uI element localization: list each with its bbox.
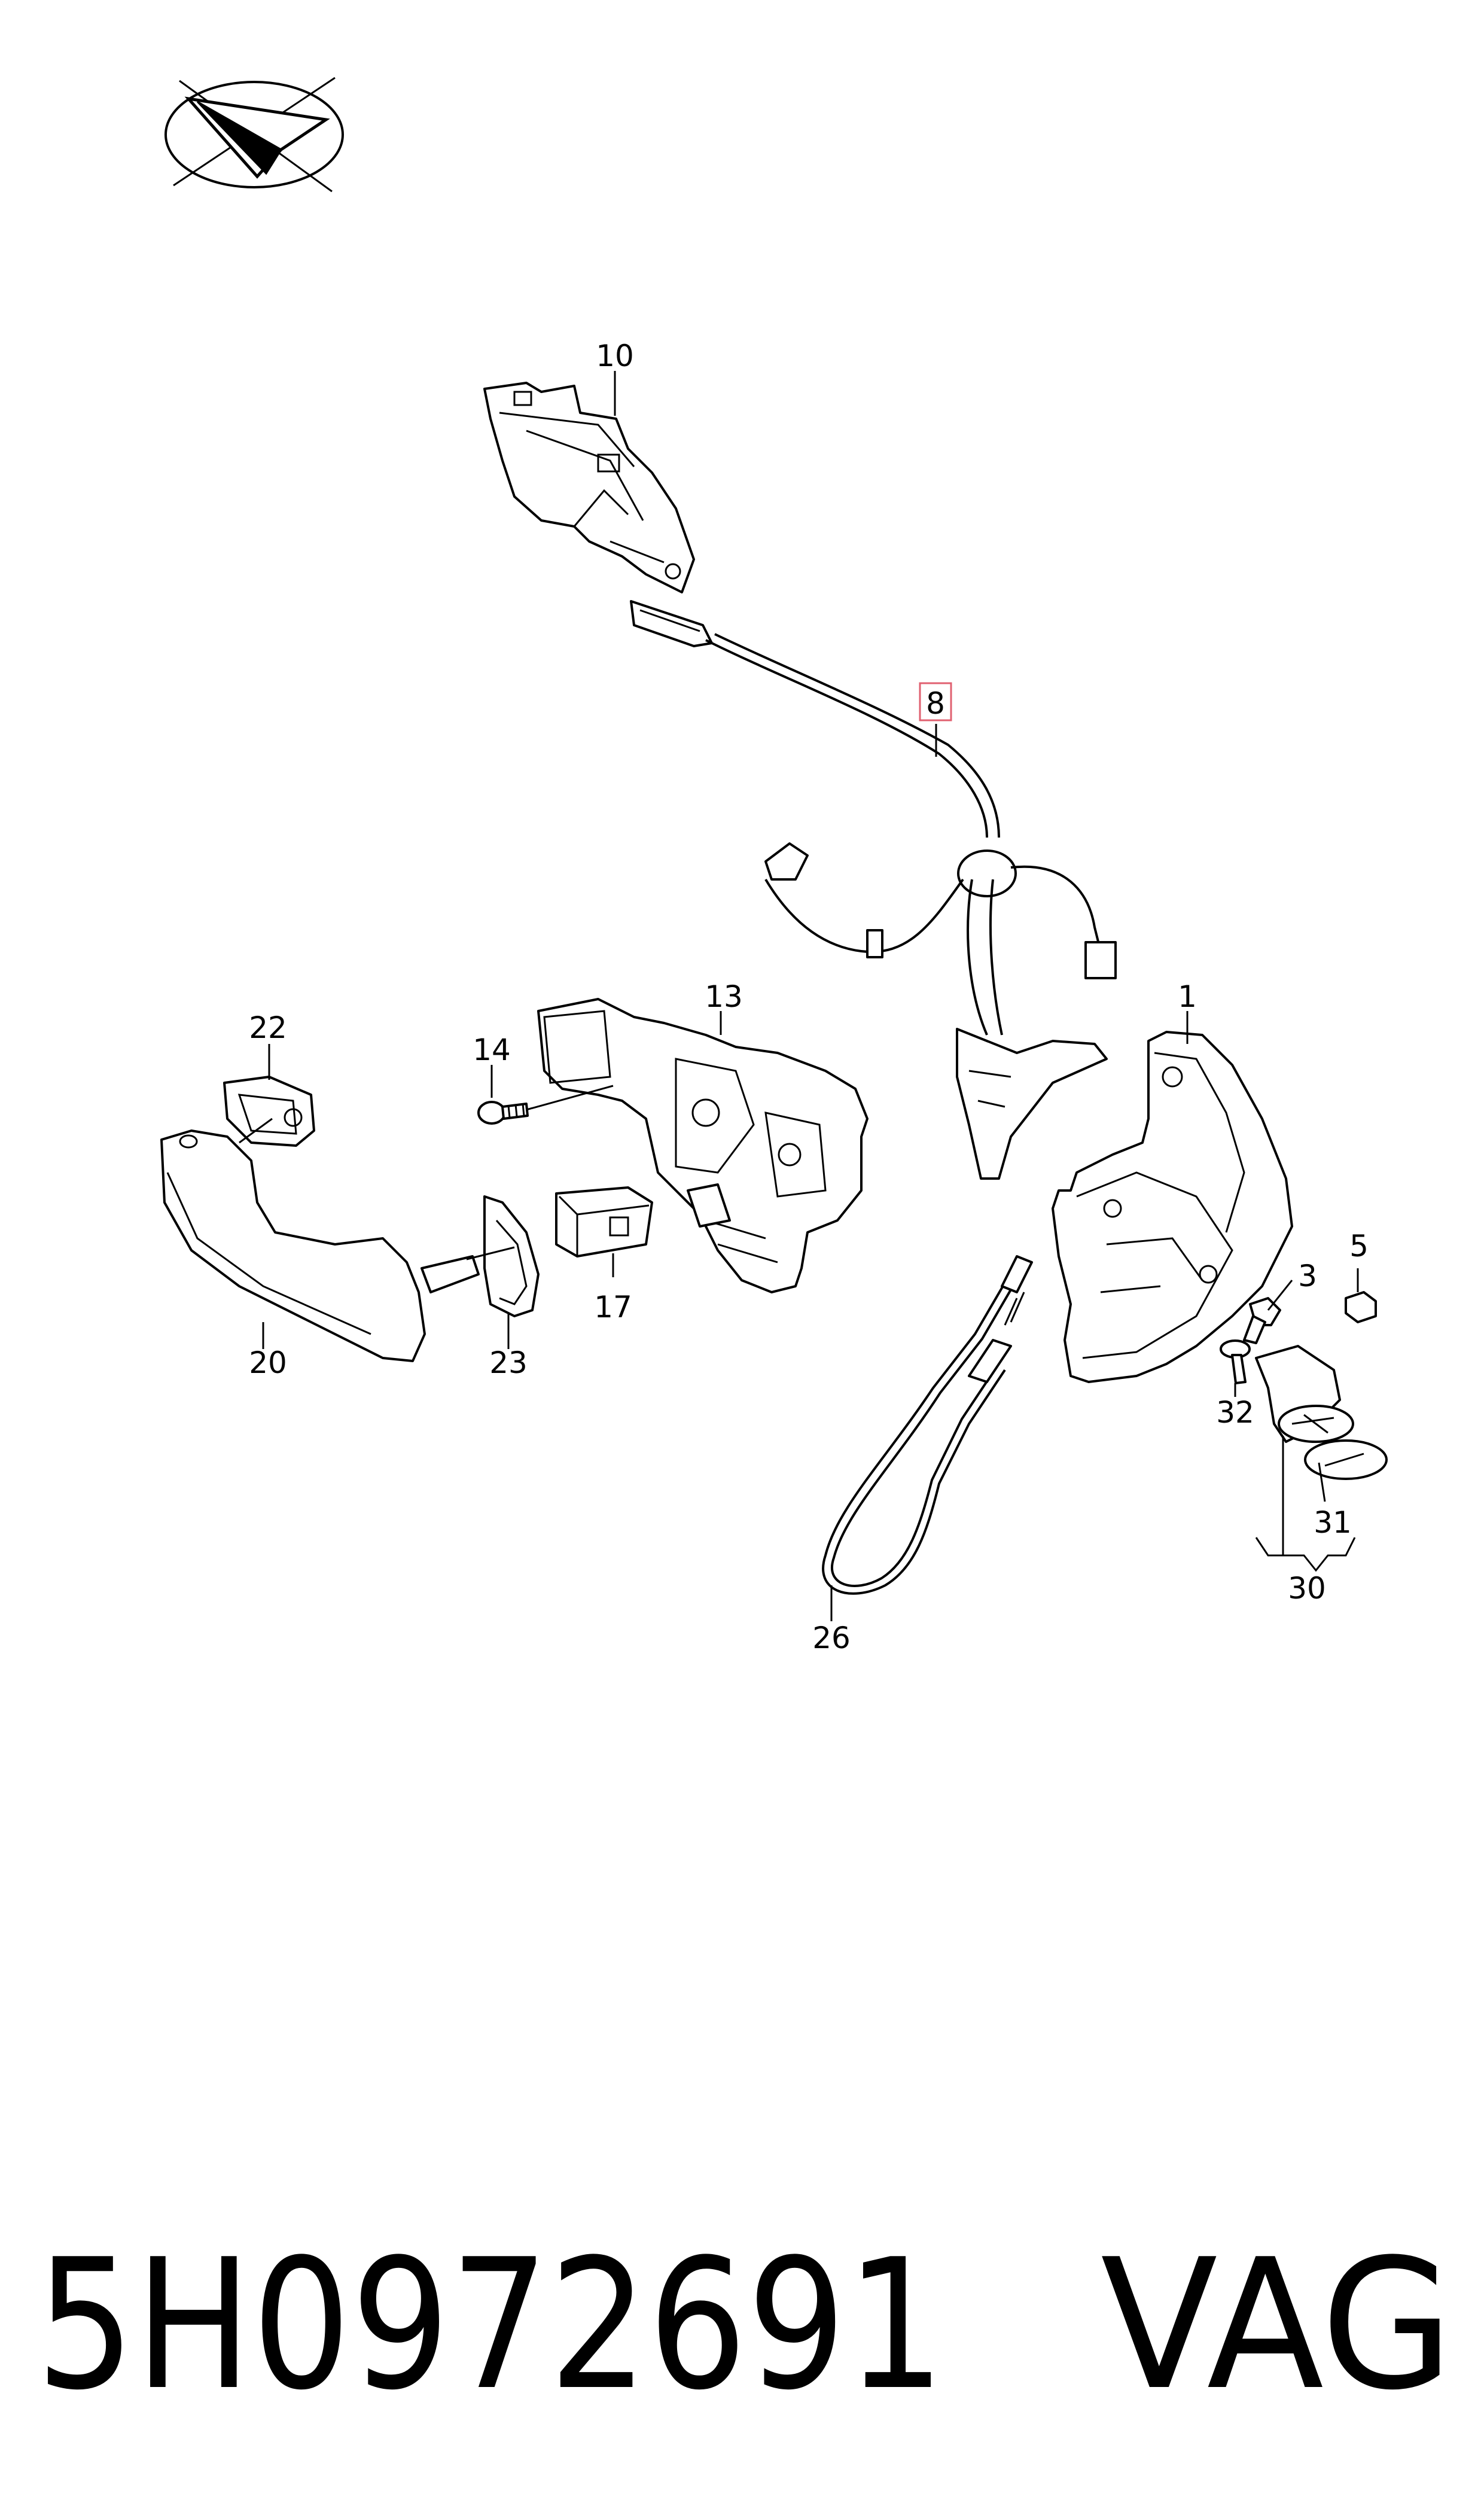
part-26-release-cable [822,1255,1033,1595]
label-13: 13 [705,979,743,1014]
part-1-lock-unit [1052,1031,1293,1383]
part-10-bracket [483,382,695,593]
label-5: 5 [1349,1229,1369,1263]
highlight-box-8 [919,682,952,721]
label-31: 31 [1314,1505,1352,1540]
label-26: 26 [812,1621,851,1655]
label-32: 32 [1216,1395,1254,1430]
part-17-clip [555,1186,653,1258]
label-22: 22 [249,1010,287,1045]
label-23: 23 [489,1345,528,1380]
label-17: 17 [594,1290,632,1325]
part-14-screw [477,1101,529,1125]
part-number: 5H0972691 [36,2221,945,2429]
label-20: 20 [249,1345,287,1380]
label-8: 8 [926,686,945,721]
part-20-door-handle [160,1129,480,1362]
label-3: 3 [1298,1259,1317,1293]
part-30-striker [1255,1345,1354,1443]
part-5-plug [1345,1291,1377,1323]
part-23-seal [483,1195,540,1317]
part-labels: 10 8 13 14 22 20 23 17 1 3 5 32 31 30 26 [249,339,1369,1655]
part-3-screw [1243,1297,1281,1344]
label-30: 30 [1288,1571,1326,1606]
part-8-wiring-harness [630,600,1117,1180]
orientation-logo [164,77,344,193]
part-22-cap [223,1076,315,1147]
label-10: 10 [596,339,634,373]
label-1: 1 [1178,979,1197,1014]
leader-lines [239,371,1359,1621]
part-31-washer [1304,1439,1388,1480]
part-13-handle-carrier [537,998,869,1293]
label-14: 14 [473,1033,511,1067]
brand-name: VAG [1101,2221,1453,2429]
part-32-bolt [1220,1339,1251,1384]
